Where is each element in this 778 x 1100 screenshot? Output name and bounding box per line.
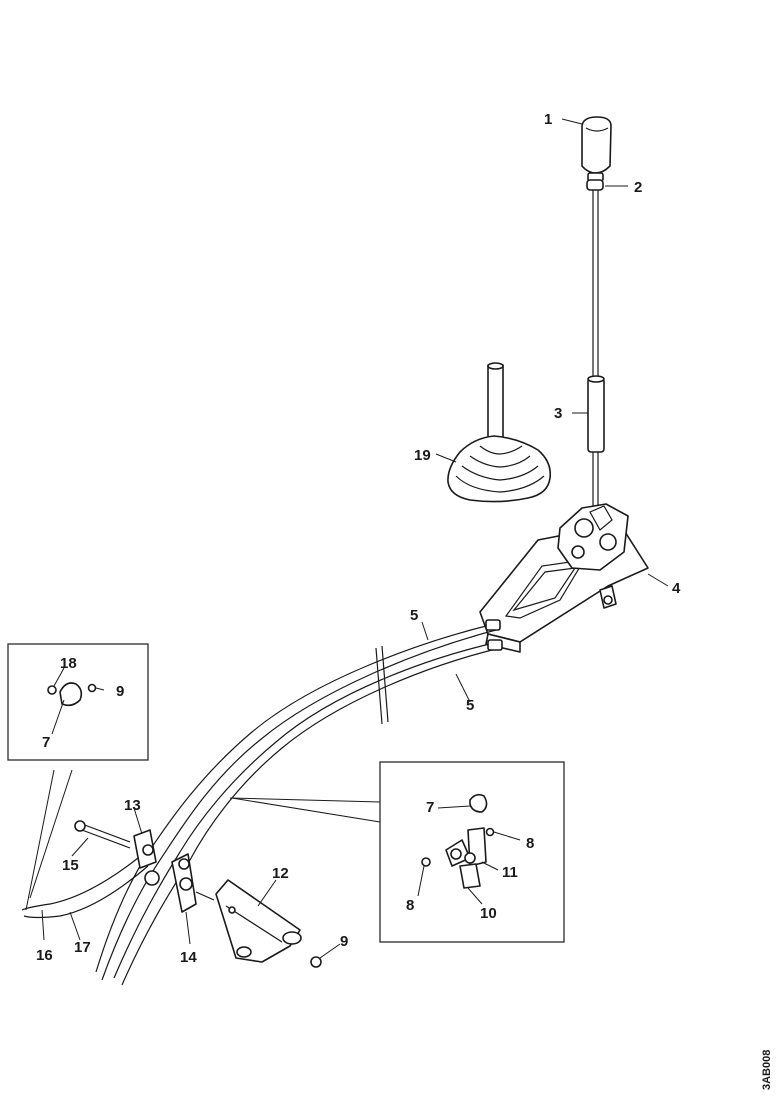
inset-right-leaders [229, 797, 381, 823]
callout-2: 2 [634, 179, 642, 196]
callout-19: 19 [414, 447, 431, 464]
callout-5-upper: 5 [410, 607, 418, 624]
reference-code: 3AB008 [761, 1050, 773, 1090]
callout-5-lower: 5 [466, 697, 474, 714]
callout-16: 16 [36, 947, 53, 964]
nut-9-bottom [310, 956, 322, 968]
callout-18: 18 [60, 655, 77, 672]
cable-ends-left [21, 857, 149, 919]
gear-knob [581, 116, 612, 182]
callout-9-bottom: 9 [340, 933, 348, 950]
callout-12: 12 [272, 865, 289, 882]
callout-1: 1 [544, 111, 552, 128]
callout-leaders [41, 118, 669, 959]
callout-3: 3 [554, 405, 562, 422]
callout-4: 4 [672, 580, 681, 597]
cable-bracket-13 [133, 829, 160, 886]
gear-lever-boot [447, 362, 552, 503]
callout-14: 14 [180, 949, 197, 966]
callout-7-right: 7 [426, 799, 434, 816]
callout-9-inset: 9 [116, 683, 124, 700]
callout-8-right-lower: 8 [406, 897, 414, 914]
lever-sleeve [587, 375, 605, 453]
callout-labels: 1 2 3 4 5 5 19 18 9 7 13 15 16 17 14 12 … [36, 111, 681, 966]
callout-7-inset: 7 [42, 734, 50, 751]
mounting-bracket-12 [215, 879, 302, 963]
gear-shift-housing [479, 503, 649, 653]
callout-10: 10 [480, 905, 497, 922]
callout-11: 11 [502, 864, 518, 881]
retaining-ring [586, 179, 604, 191]
callout-15: 15 [62, 857, 79, 874]
cable-bracket-14 [171, 853, 215, 913]
detail-inset-left [7, 643, 149, 761]
inset-left-leaders [25, 769, 73, 911]
callout-17: 17 [74, 939, 91, 956]
bolt-15 [74, 820, 131, 849]
gear-lever-rod [592, 190, 599, 510]
detail-inset-right [379, 761, 565, 943]
callout-8-right-upper: 8 [526, 835, 534, 852]
callout-13: 13 [124, 797, 141, 814]
